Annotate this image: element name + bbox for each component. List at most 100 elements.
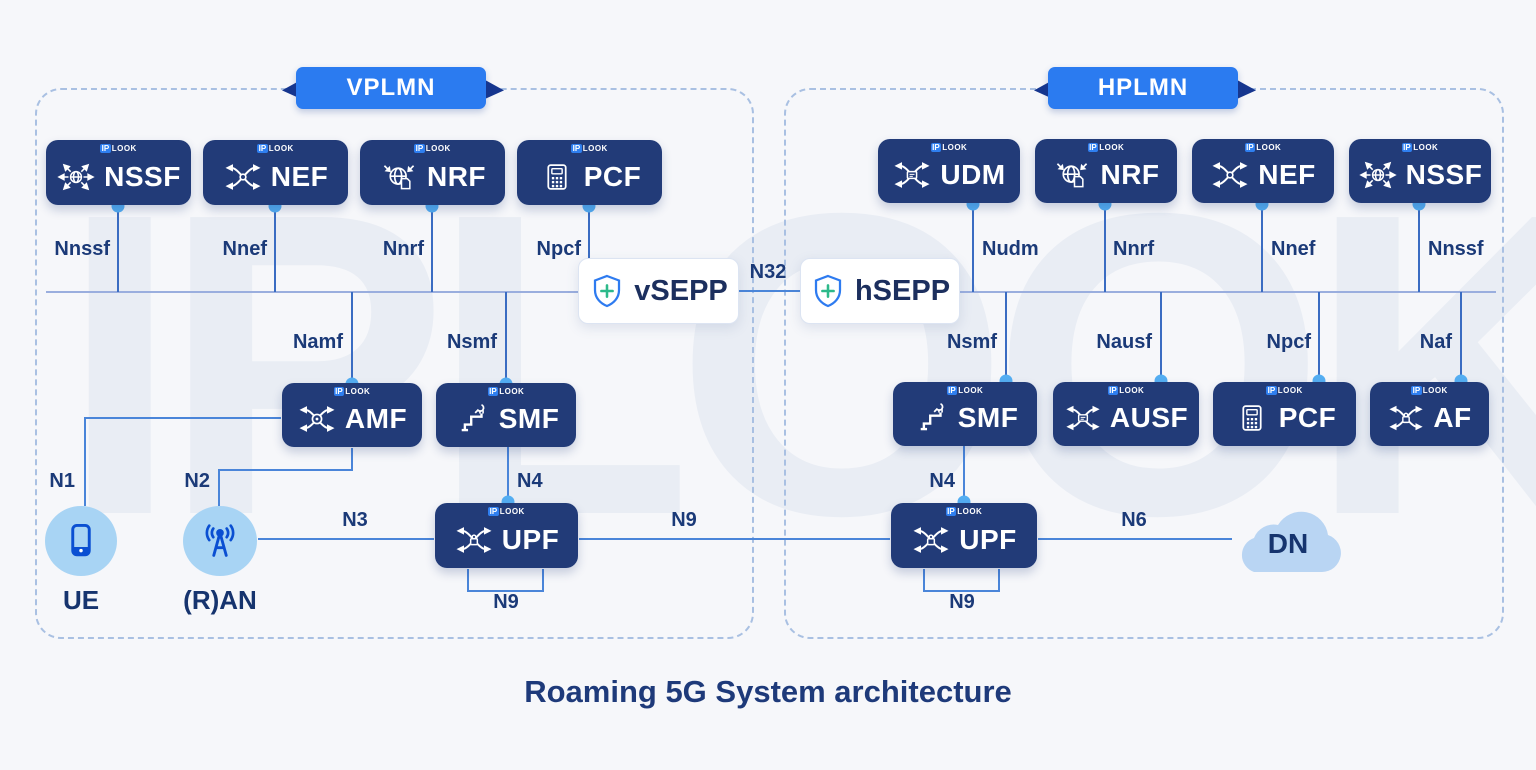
iface-namf: Namf — [292, 331, 343, 353]
iface-naf: Naf — [1419, 331, 1452, 353]
upf-icon — [454, 520, 494, 560]
ue-circle — [45, 506, 117, 576]
ue-label: UE — [62, 585, 100, 615]
node-label: AUSF — [1109, 402, 1189, 433]
smf-pipe-wrench-icon — [453, 400, 491, 438]
iface-nausf: Nausf — [1096, 331, 1152, 353]
node-label: SMF — [957, 402, 1019, 433]
ran-label: (R)AN — [183, 585, 257, 615]
hplmn-banner: HPLMN — [1048, 67, 1238, 109]
amf-icon — [297, 399, 337, 439]
iface-n9-loop-h: N9 — [949, 591, 975, 613]
iface-nnssf-v: Nnssf — [54, 238, 110, 260]
iface-npcf-h: Npcf — [1266, 331, 1311, 353]
diagram-title: Roaming 5G System architecture — [524, 674, 1012, 709]
vsepp-box: vSEPP — [578, 258, 739, 324]
smf-pipe-wrench-icon — [912, 399, 950, 437]
hplmn-banner-label: HPLMN — [1097, 74, 1189, 101]
iface-n1: N1 — [49, 470, 75, 492]
dn-cloud-icon — [1241, 511, 1341, 572]
node-label: NEF — [270, 160, 329, 192]
iface-nnrf-v: Nnrf — [382, 238, 424, 260]
shield-plus-icon — [589, 273, 625, 309]
af-icon — [1387, 399, 1425, 437]
dn-label: DN — [1267, 528, 1309, 559]
node-label: AF — [1433, 402, 1472, 433]
node-label: NSSF — [1405, 159, 1483, 190]
udm-icon — [892, 155, 932, 195]
pcf-calculator-icon — [538, 158, 576, 196]
nrf-icon — [1052, 155, 1092, 195]
iface-n32: N32 — [749, 261, 787, 283]
iface-n4-v: N4 — [517, 470, 543, 492]
phone-icon — [59, 519, 103, 563]
iface-n2: N2 — [184, 470, 210, 492]
nef-icon — [1210, 155, 1250, 195]
iface-n6: N6 — [1121, 509, 1147, 531]
node-label: PCF — [1278, 402, 1337, 433]
iface-nnef-v: Nnef — [222, 238, 267, 260]
iface-n9-loop-v: N9 — [493, 591, 519, 613]
upf-icon — [911, 520, 951, 560]
iface-n3: N3 — [342, 509, 368, 531]
node-label: NRF — [1100, 159, 1160, 190]
iface-nnssf-h: Nnssf — [1428, 238, 1484, 260]
nssf-icon — [1358, 155, 1398, 195]
ran-circle — [183, 506, 257, 576]
node-label: NRF — [426, 160, 487, 192]
node-label: AMF — [344, 403, 408, 434]
iface-nnef-h: Nnef — [1271, 238, 1316, 260]
shield-plus-icon — [810, 273, 846, 309]
iface-nnrf-h: Nnrf — [1113, 238, 1155, 260]
iface-npcf-v: Npcf — [536, 238, 581, 260]
node-label: UPF — [959, 523, 1017, 555]
iface-nsmf-h: Nsmf — [946, 331, 997, 353]
vplmn-banner-label: VPLMN — [346, 74, 436, 101]
iface-n9: N9 — [671, 509, 697, 531]
vsepp-label: vSEPP — [634, 274, 728, 307]
pcf-calculator-icon — [1233, 399, 1271, 437]
iface-nudm: Nudm — [982, 238, 1039, 260]
ausf-icon — [1064, 399, 1102, 437]
antenna-icon — [197, 518, 243, 564]
node-label: PCF — [583, 160, 642, 192]
vplmn-banner: VPLMN — [296, 67, 486, 109]
nssf-icon — [56, 157, 96, 197]
node-label: UPF — [501, 523, 560, 555]
iplook-watermark: IPLOOK — [60, 125, 1536, 605]
hsepp-box: hSEPP — [800, 258, 960, 324]
iface-nsmf-v: Nsmf — [446, 331, 497, 353]
hsepp-label: hSEPP — [854, 274, 951, 307]
node-label: NEF — [1258, 159, 1316, 190]
node-label: UDM — [940, 159, 1006, 190]
node-label: NSSF — [104, 160, 181, 192]
